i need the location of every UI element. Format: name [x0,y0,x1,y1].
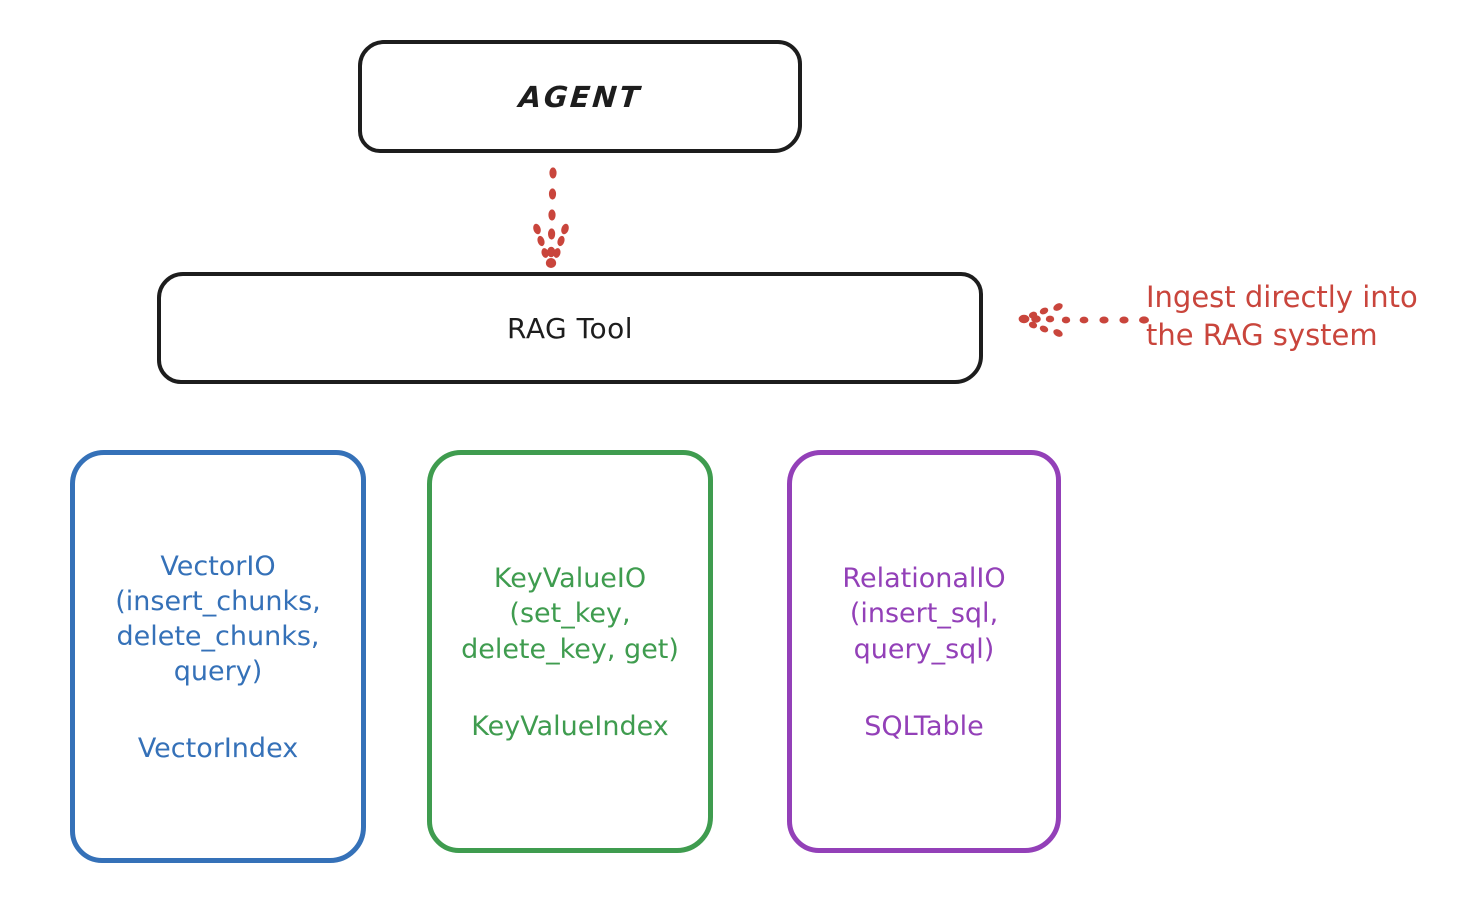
relational-io-node[interactable]: RelationalIO (insert_sql, query_sql) SQL… [787,450,1061,853]
key-value-io-index-label: KeyValueIndex [471,710,669,742]
agent-node[interactable]: AGENT [358,40,802,153]
relational-io-api-label: RelationalIO (insert_sql, query_sql) [842,563,1006,665]
ingest-annotation-text: Ingest directly into the RAG system [1146,280,1418,353]
ingest-arrow-icon [1018,303,1149,337]
vector-io-index-label: VectorIndex [137,733,299,765]
key-value-io-node[interactable]: KeyValueIO (set_key, delete_key, get) Ke… [427,450,713,853]
rag-tool-node[interactable]: RAG Tool [157,272,983,384]
agent-to-rag-tool-arrow-icon [533,167,569,268]
vector-io-node[interactable]: VectorIO (insert_chunks, delete_chunks, … [70,450,366,863]
relational-io-index-label: SQLTable [864,710,984,742]
rag-tool-node-label: RAG Tool [507,311,633,345]
agent-node-label: AGENT [517,79,643,114]
vector-io-api-label: VectorIO (insert_chunks, delete_chunks, … [115,550,321,688]
key-value-io-api-label: KeyValueIO (set_key, delete_key, get) [461,563,679,665]
